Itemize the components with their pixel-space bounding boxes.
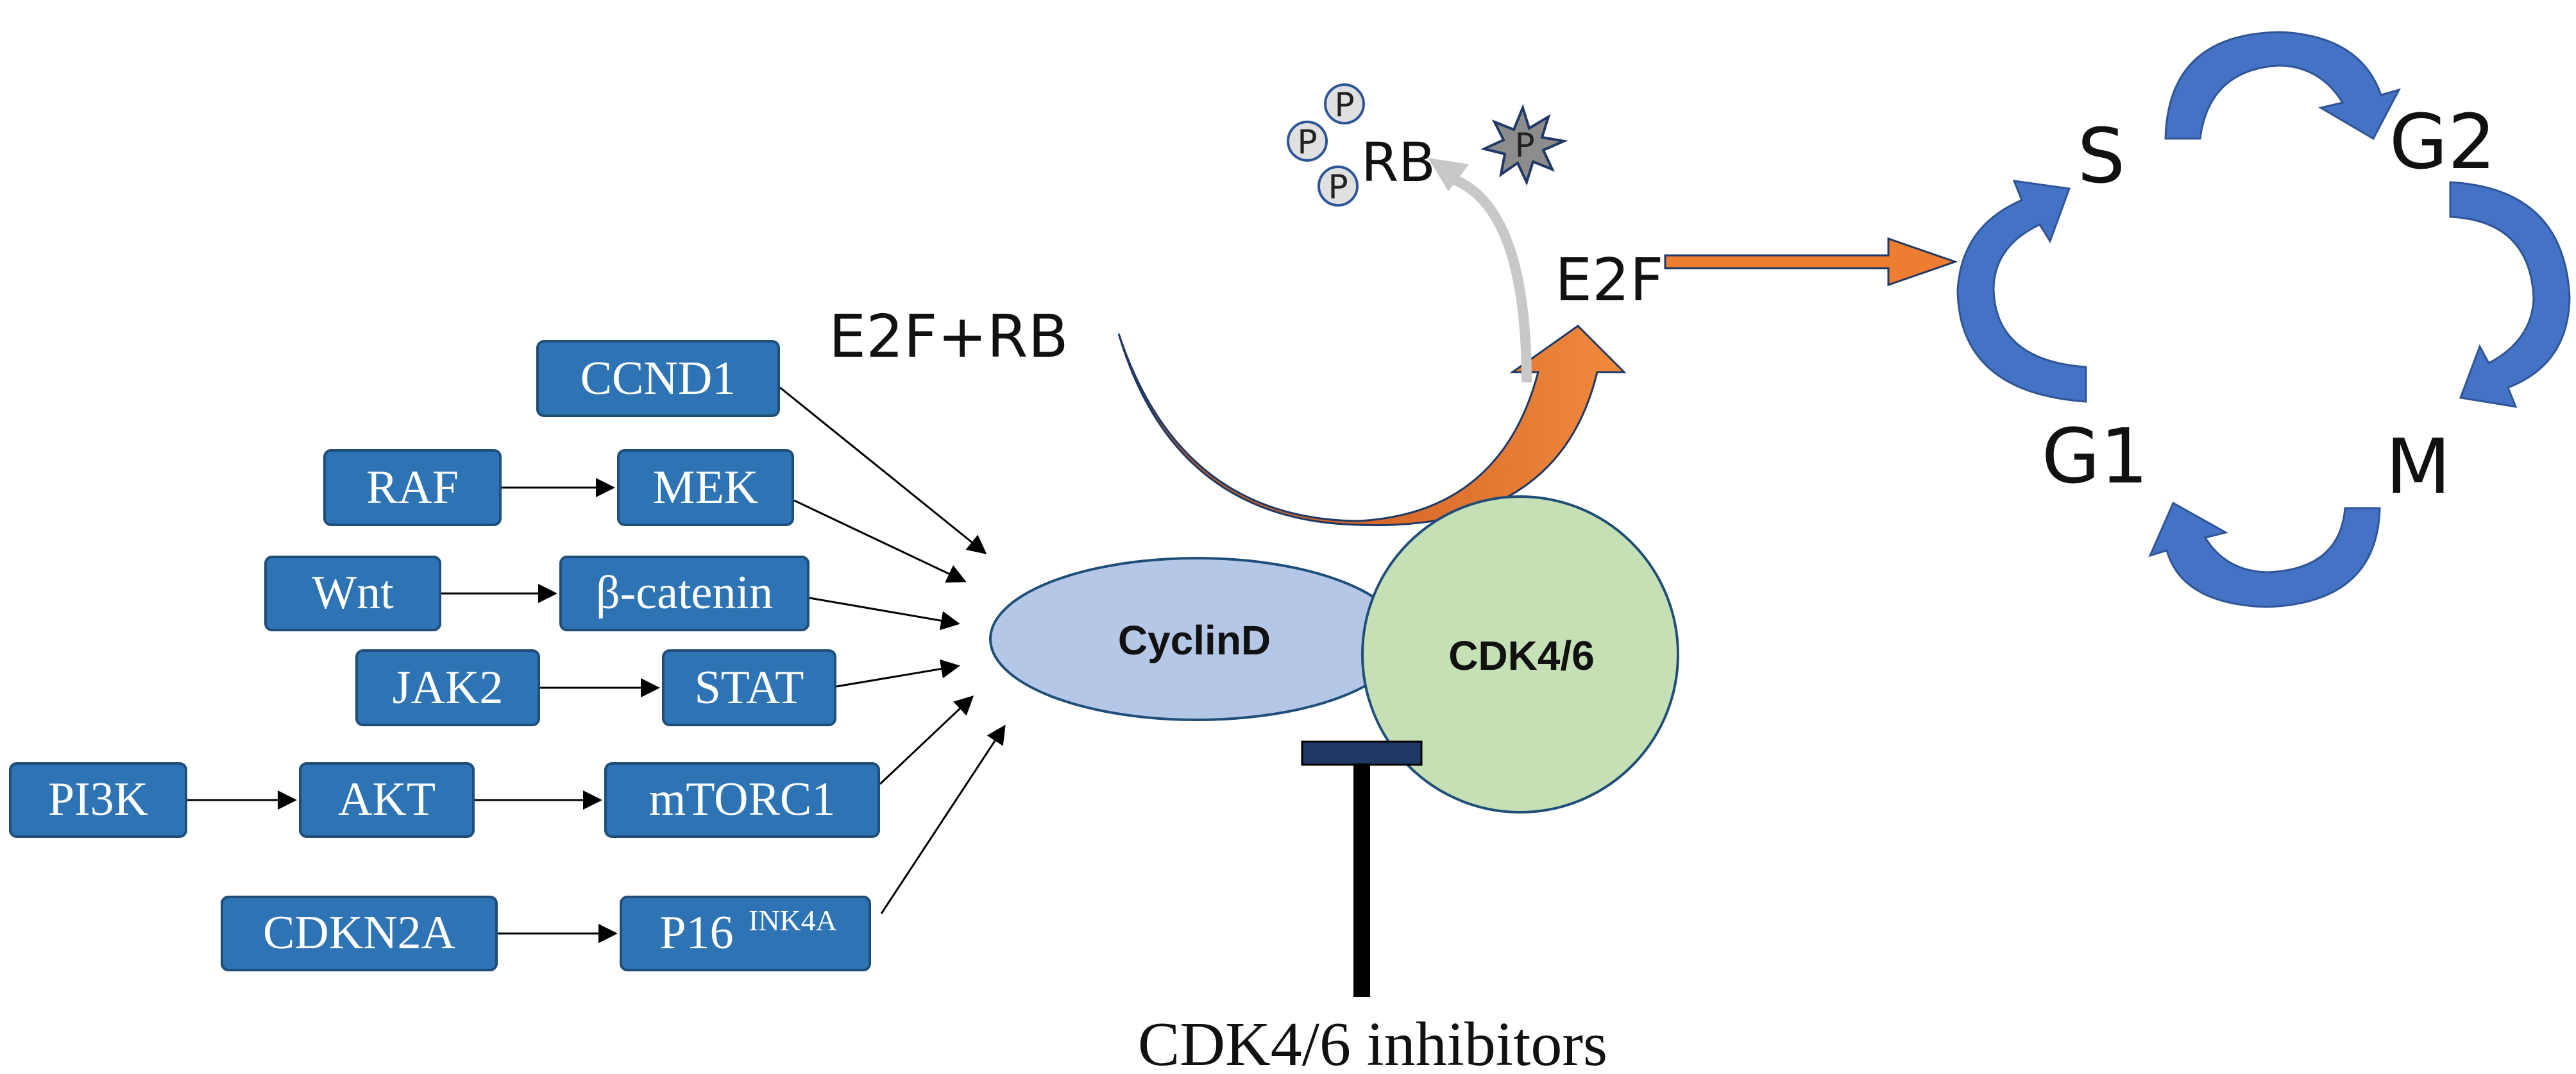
rb-release-arrowhead: [1428, 158, 1469, 191]
phosphate-p-left: P: [1297, 123, 1317, 162]
e2f-to-cycle-arrow: [1664, 237, 1958, 287]
cdkn2a-label: CDKN2A: [263, 907, 455, 959]
akt-label: AKT: [338, 773, 436, 826]
stat-label: STAT: [695, 661, 804, 714]
beta-catenin-label: β-catenin: [596, 567, 773, 619]
arrow-stat-cyclind: [836, 659, 960, 688]
rb-label: RB: [1361, 131, 1436, 194]
pathway-box-mek: MEK: [617, 449, 794, 526]
pathway-box-jak2: JAK2: [355, 649, 540, 726]
phosphate-circle-bottom: [1318, 166, 1359, 207]
cdk46-label: CDK4/6: [1448, 633, 1595, 679]
cyclind-label: CyclinD: [1118, 617, 1271, 663]
cycle-arrow-s-g2: [2164, 31, 2401, 141]
p16-superscript: INK4A: [749, 904, 837, 937]
phosphorylated-rb: P P P RB: [1287, 83, 1436, 207]
pathway-box-wnt: Wnt: [264, 556, 441, 631]
wnt-label: Wnt: [312, 567, 394, 619]
converging-arrows: [779, 386, 1006, 914]
p16-label: P16: [659, 907, 733, 959]
burst-p-label: P: [1514, 126, 1534, 165]
cycle-arrow-g2-m: [2449, 181, 2571, 408]
pathway-box-mtorc1: mTORC1: [604, 762, 880, 838]
rb-release-arrow: [1449, 173, 1532, 383]
pathway-box-ccnd1: CCND1: [536, 340, 780, 417]
phosphate-p-top: P: [1334, 86, 1354, 124]
pathway-arrows: [187, 478, 660, 943]
pi3k-label: PI3K: [48, 773, 148, 826]
mek-label: MEK: [653, 461, 758, 514]
pathway-box-pi3k: PI3K: [9, 762, 187, 838]
phosphate-burst-icon: P: [1480, 104, 1568, 186]
phosphate-circle-left: [1287, 121, 1328, 162]
cycle-arrow-g1-s: [1956, 180, 2087, 403]
cycle-arrow-m-g1: [2148, 501, 2381, 608]
phosphate-p-bottom: P: [1328, 168, 1348, 207]
mtorc1-label: mTORC1: [649, 773, 836, 826]
cell-cycle: [1956, 31, 2571, 608]
pathway-box-stat: STAT: [662, 649, 836, 726]
ccnd1-label: CCND1: [580, 352, 736, 405]
arrow-ccnd1-cyclind: [779, 386, 987, 554]
e2f-label: E2F: [1555, 246, 1664, 314]
pathway-box-raf: RAF: [323, 449, 502, 526]
arrow-mek-cyclind: [793, 499, 967, 583]
phase-g1-label: G1: [2042, 412, 2149, 500]
arrow-mtorc1-cyclind: [879, 695, 974, 785]
inhibitors-label: CDK4/6 inhibitors: [1138, 1010, 1607, 1074]
phase-g2-label: G2: [2389, 98, 2496, 186]
pathway-box-beta-catenin: β-catenin: [559, 556, 809, 631]
raf-label: RAF: [366, 461, 459, 514]
phase-s-label: S: [2078, 112, 2126, 200]
pathway-box-cdkn2a: CDKN2A: [221, 896, 498, 971]
e2f-rb-label: E2F+RB: [829, 302, 1069, 371]
arrow-beta-catenin-cyclind: [809, 597, 960, 631]
arrow-p16-cyclind: [880, 724, 1006, 914]
phosphorylation-arrow: [1117, 325, 1627, 527]
phase-m-label: M: [2385, 422, 2451, 511]
jak2-label: JAK2: [393, 661, 504, 714]
pathway-box-akt: AKT: [299, 762, 475, 838]
inhibitor-bar: [1301, 740, 1423, 997]
phosphate-circle-top: [1324, 83, 1365, 124]
cdk46-circle: [1361, 495, 1679, 814]
pathway-box-p16: P16 INK4A: [620, 896, 871, 971]
